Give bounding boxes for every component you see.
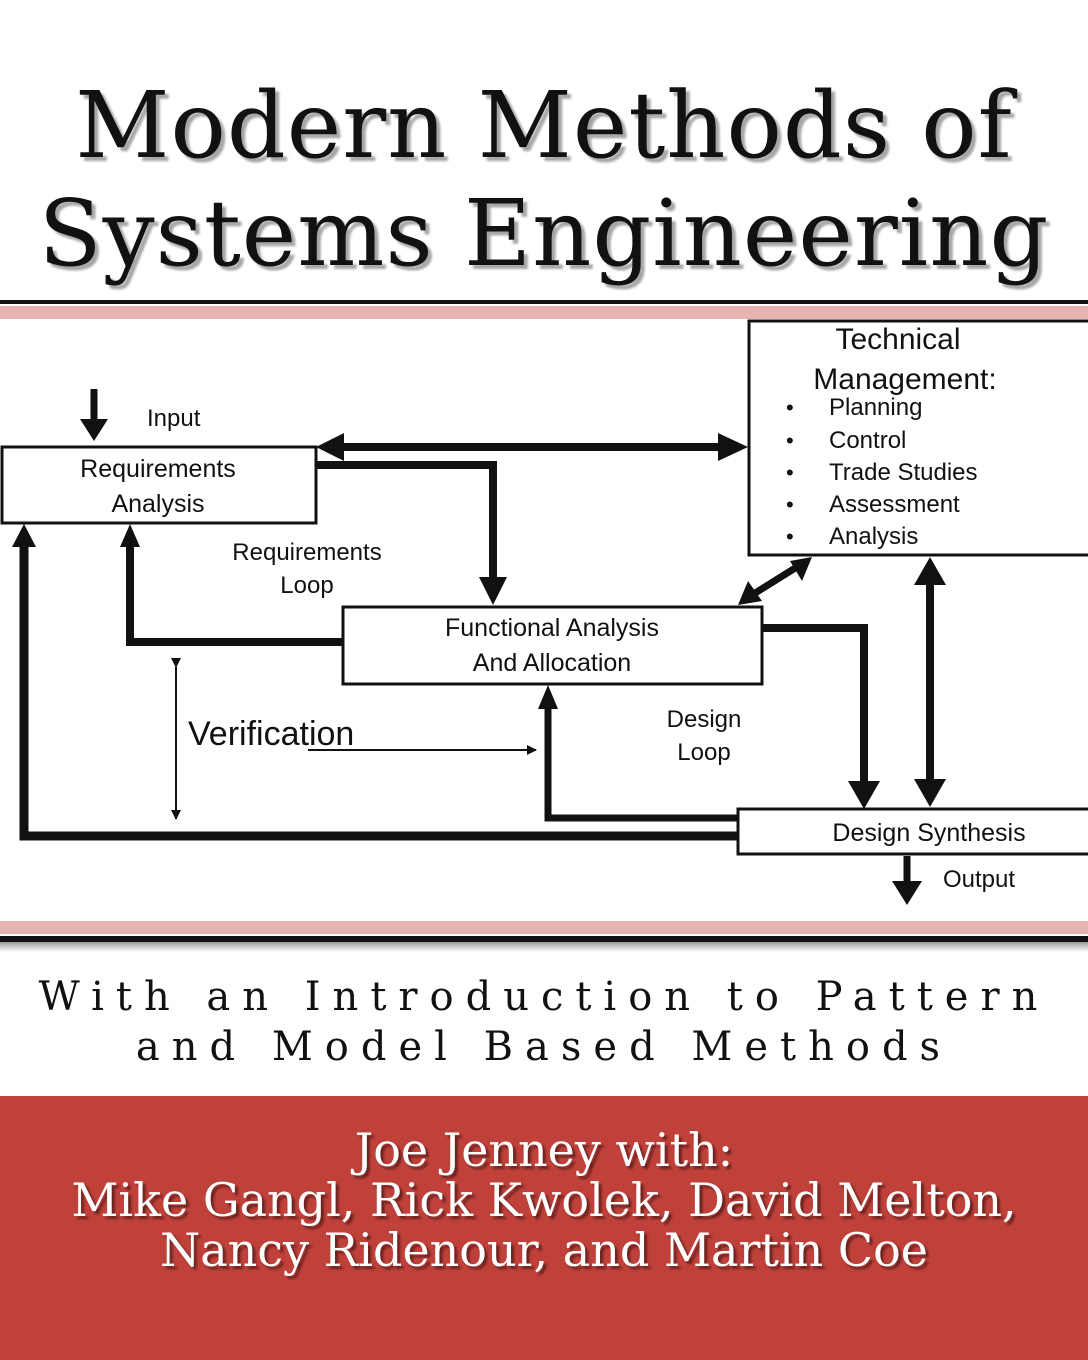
top-rule: [0, 300, 1088, 304]
requirements-analysis-box: [0, 445, 318, 525]
input-arrow: [80, 389, 108, 441]
technical-management-list: • Planning • Control • Trade Studies • A…: [786, 394, 978, 550]
input-label: Input: [147, 405, 201, 432]
tm-item-planning: Planning: [829, 394, 922, 421]
author-line-2: Mike Gangl, Rick Kwolek, David Melton,: [71, 1173, 1017, 1227]
verification-label: Verification: [188, 715, 354, 753]
bullet: •: [786, 395, 794, 420]
tm-item-analysis: Analysis: [829, 523, 918, 550]
bullet: •: [786, 428, 794, 453]
bullet: •: [786, 524, 794, 549]
bullet: •: [786, 460, 794, 485]
technical-management-title-1: Technical: [835, 323, 960, 356]
design-loop-arrow: [538, 685, 738, 822]
bottom-rule: [0, 936, 1088, 942]
functional-analysis-line-2: And Allocation: [473, 649, 631, 677]
requirements-loop-arrow: [120, 524, 342, 646]
synthesis-to-requirements-arrow: [12, 524, 738, 841]
tm-item-trade-studies: Trade Studies: [829, 459, 978, 486]
requirements-analysis-line-1: Requirements: [80, 455, 236, 483]
functional-analysis-box: [341, 605, 764, 686]
output-label: Output: [943, 866, 1015, 893]
tm-item-control: Control: [829, 427, 906, 454]
design-loop-line-2: Loop: [677, 739, 730, 766]
technical-management-title-2: Management:: [813, 363, 996, 396]
requirements-loop-line-1: Requirements: [232, 539, 381, 566]
output-arrow: [892, 856, 922, 905]
functional-to-synthesis-arrow: [762, 624, 880, 809]
author-line-3: Nancy Ridenour, and Martin Coe: [159, 1223, 928, 1277]
tm-synthesis-double-arrow: [914, 557, 946, 807]
design-loop-line-1: Design: [667, 706, 742, 733]
title-line-1: Modern Methods of: [75, 72, 1013, 179]
functional-analysis-line-1: Functional Analysis: [445, 614, 659, 642]
subtitle-line-1: With an Introduction to Pattern: [38, 974, 1050, 1020]
functional-tm-double-arrow: [738, 557, 812, 605]
design-synthesis-box: [736, 807, 1088, 856]
title-line-2: Systems Engineering: [38, 180, 1050, 287]
author-line-1: Joe Jenney with:: [354, 1123, 734, 1177]
req-to-functional-arrow: [316, 461, 507, 605]
tm-item-assessment: Assessment: [829, 491, 960, 518]
bottom-rule-shadow: [0, 942, 1088, 952]
technical-management-box: [747, 319, 1088, 557]
requirements-analysis-line-2: Analysis: [111, 490, 204, 518]
requirements-loop-line-2: Loop: [280, 572, 333, 599]
req-tm-double-arrow: [316, 433, 748, 461]
top-pink-band: [0, 306, 1088, 319]
subtitle-line-2: and Model Based Methods: [135, 1024, 953, 1070]
bottom-pink-band: [0, 921, 1088, 934]
systems-engineering-diagram: Input Requirements Analysis Technical Ma…: [0, 319, 1088, 905]
author-band: [0, 1096, 1088, 1360]
design-synthesis-label: Design Synthesis: [832, 819, 1025, 847]
bullet: •: [786, 492, 794, 517]
